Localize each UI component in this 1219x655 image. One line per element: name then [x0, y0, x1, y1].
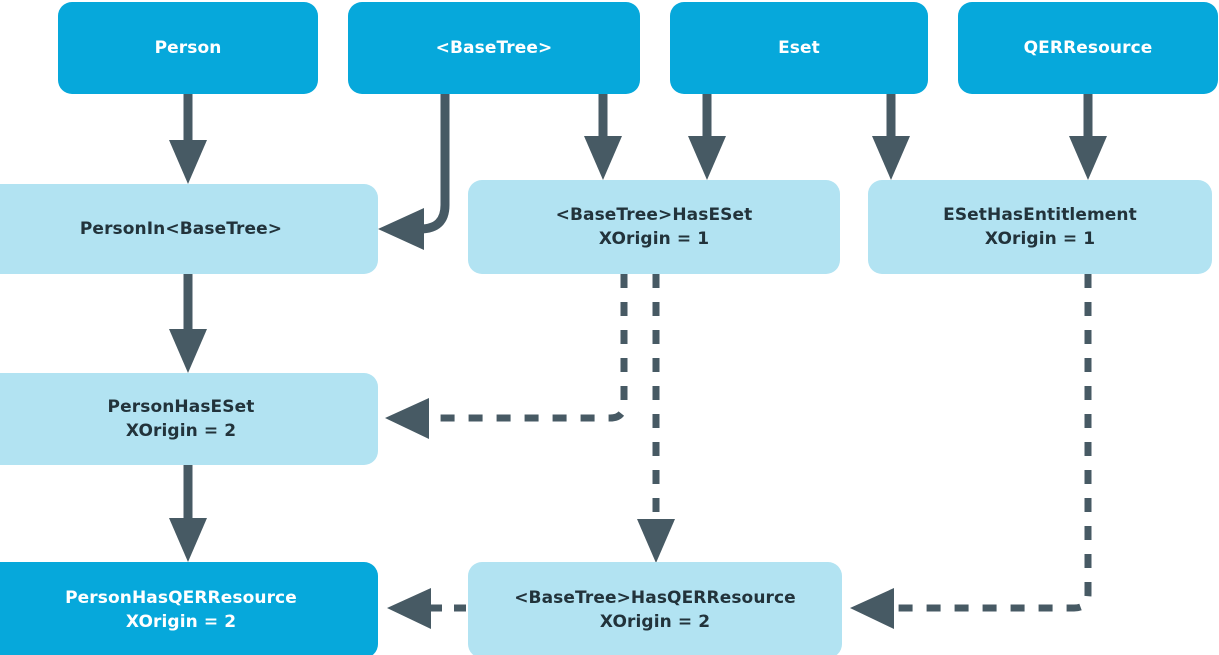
node-eset[interactable]: Eset [670, 2, 928, 94]
node-person[interactable]: Person [58, 2, 318, 94]
node-basetreehasqerresource[interactable]: <BaseTree>HasQERResource XOrigin = 2 [468, 562, 842, 655]
edge-person-to-personinbasetree [169, 94, 207, 184]
edge-personinbasetree-to-personhaseset [169, 274, 207, 373]
edge-basetreehasqerresource-to-personhasqerresource [387, 588, 466, 629]
edge-eset-to-basetreehaseset [688, 94, 726, 180]
node-label: ESetHasEntitlement XOrigin = 1 [943, 204, 1137, 249]
node-label: QERResource [1023, 37, 1153, 58]
node-label: <BaseTree> [435, 37, 553, 58]
node-qerresource[interactable]: QERResource [958, 2, 1218, 94]
edge-basetreehaseset-to-personhaseset [385, 274, 628, 439]
node-personinbasetree[interactable]: PersonIn<BaseTree> [0, 184, 378, 274]
node-personhasqerresource[interactable]: PersonHasQERResource XOrigin = 2 [0, 562, 378, 655]
edge-basetree-to-basetreehaseset [584, 94, 622, 180]
node-label: PersonHasQERResource XOrigin = 2 [65, 587, 297, 632]
edge-qerresource-to-esethasentitlement [1069, 94, 1107, 180]
node-label: PersonIn<BaseTree> [79, 218, 283, 239]
node-label: PersonHasESet XOrigin = 2 [107, 396, 255, 441]
node-label: <BaseTree>HasQERResource XOrigin = 2 [514, 587, 796, 632]
edge-eset-to-esethasentitlement [872, 94, 910, 180]
edge-personhaseset-to-personhasqerresource [169, 465, 207, 562]
node-basetree[interactable]: <BaseTree> [348, 2, 640, 94]
edge-basetree-to-personinbasetree [378, 94, 450, 250]
node-label: Eset [778, 37, 820, 58]
node-basetreehaseset[interactable]: <BaseTree>HasESet XOrigin = 1 [468, 180, 840, 274]
node-esethasentitlement[interactable]: ESetHasEntitlement XOrigin = 1 [868, 180, 1212, 274]
edge-basetreehaseset-to-basetreehasqerresource [637, 274, 675, 563]
edge-esethasentitlement-to-basetreehasqerresource [850, 274, 1092, 629]
node-label: Person [154, 37, 222, 58]
node-personhaseset[interactable]: PersonHasESet XOrigin = 2 [0, 373, 378, 465]
node-label: <BaseTree>HasESet XOrigin = 1 [555, 204, 753, 249]
